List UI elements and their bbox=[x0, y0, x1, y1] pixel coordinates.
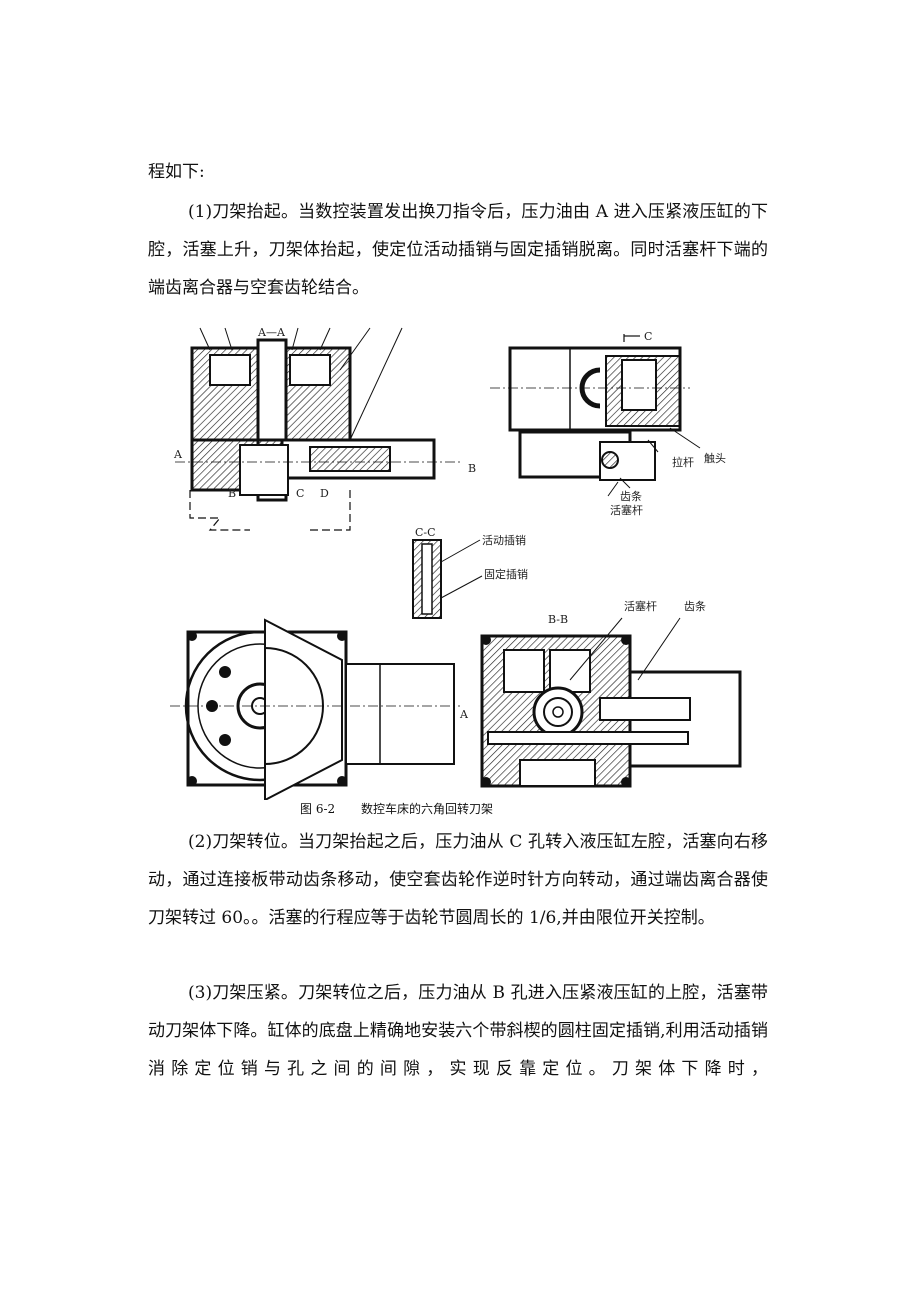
label-huosaigan: 活塞杆 bbox=[610, 503, 643, 517]
plan-view bbox=[170, 618, 460, 802]
label-chitiao-bb: 齿条 bbox=[684, 599, 706, 613]
side-view bbox=[490, 334, 701, 497]
technical-drawing: A—A A B C D B C 触头 拉杆 齿条 活塞杆 C-C 活动插销 固定… bbox=[170, 326, 742, 802]
label-c-arrow: C bbox=[644, 330, 652, 343]
section-aa-view bbox=[175, 327, 460, 531]
label-guding-chaxiao: 固定插销 bbox=[484, 567, 528, 581]
label-huosaigan-bb: 活塞杆 bbox=[624, 599, 657, 613]
text-line: 刀架转过 60。。活塞的行程应等于齿轮节圆周长的 1/6,并由限位开关控制。 bbox=[148, 908, 715, 928]
section-bb-view bbox=[480, 617, 742, 788]
text-line: 动刀架体下降。缸体的底盘上精确地安装六个带斜楔的圆柱固定插销,利用活动插销 bbox=[148, 1021, 768, 1041]
label-b-port: B bbox=[228, 487, 236, 500]
label-b-arrow: B bbox=[468, 462, 476, 475]
paragraph-tool-lift: (1)刀架抬起。当数控装置发出换刀指令后，压力油由 A 进入压紧液压缸的下 腔，… bbox=[148, 193, 768, 307]
text-line: (1)刀架抬起。当数控装置发出换刀指令后，压力油由 A 进入压紧液压缸的下 bbox=[188, 202, 768, 222]
figure-caption: 图 6-2 数控车床的六角回转刀架 bbox=[300, 800, 515, 817]
paragraph-tool-index: (2)刀架转位。当刀架抬起之后，压力油从 C 孔转入液压缸左腔，活塞向右移 动，… bbox=[148, 823, 768, 937]
text-line: 腔，活塞上升，刀架体抬起，使定位活动插销与固定插销脱离。同时活塞杆下端的 bbox=[148, 240, 768, 260]
text-line: 程如下: bbox=[148, 162, 205, 182]
label-c-port: C bbox=[296, 487, 304, 500]
label-section-bb: B-B bbox=[548, 613, 568, 626]
label-d-port: D bbox=[320, 487, 329, 500]
label-a-section-mark: A bbox=[459, 708, 469, 721]
intro-text: 程如下: bbox=[148, 153, 768, 191]
label-section-cc: C-C bbox=[415, 526, 436, 539]
label-huodong-chaxiao: 活动插销 bbox=[482, 533, 526, 547]
text-line: (2)刀架转位。当刀架抬起之后，压力油从 C 孔转入液压缸左腔，活塞向右移 bbox=[188, 832, 768, 852]
label-a-port: A bbox=[173, 448, 183, 461]
caption-number: 图 6-2 bbox=[300, 802, 336, 816]
label-section-aa: A—A bbox=[257, 326, 286, 339]
text-line: (3)刀架压紧。刀架转位之后，压力油从 B 孔进入压紧液压缸的上腔，活塞带 bbox=[188, 983, 768, 1003]
label-chitiao: 齿条 bbox=[620, 489, 642, 503]
text-line: 动，通过连接板带动齿条移动，使空套齿轮作逆时针方向转动，通过端齿离合器使 bbox=[148, 870, 768, 890]
figure-turret-drawing: A—A A B C D B C 触头 拉杆 齿条 活塞杆 C-C 活动插销 固定… bbox=[170, 320, 770, 802]
section-cc-view bbox=[412, 539, 483, 619]
text-line: 端齿离合器与空套齿轮结合。 bbox=[148, 278, 369, 298]
label-lagan: 拉杆 bbox=[672, 455, 694, 469]
paragraph-tool-clamp: (3)刀架压紧。刀架转位之后，压力油从 B 孔进入压紧液压缸的上腔，活塞带 动刀… bbox=[148, 974, 768, 1088]
label-chutou: 触头 bbox=[704, 451, 726, 465]
caption-title: 数控车床的六角回转刀架 bbox=[360, 802, 493, 816]
text-line: 消除定位销与孔之间的间隙，实现反靠定位。刀架体下降时， bbox=[148, 1059, 768, 1079]
